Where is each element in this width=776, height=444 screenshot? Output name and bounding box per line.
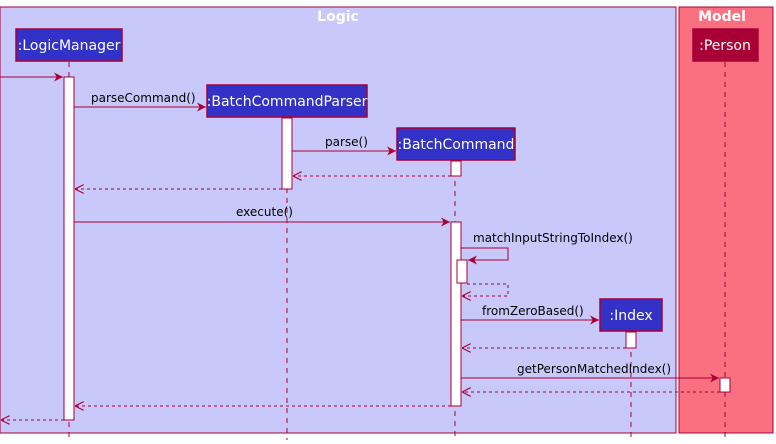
activation-batch-command-parse — [450, 160, 462, 177]
model-frame-title: Model — [698, 9, 746, 25]
activation-batch-command-execute — [450, 221, 462, 407]
activation-person — [719, 377, 731, 393]
activation-logic-manager — [63, 76, 75, 421]
logic-frame-title: Logic — [317, 9, 359, 25]
model-frame: Model — [678, 6, 774, 434]
participant-label: :LogicManager — [18, 38, 121, 54]
participant-label: :BatchCommand — [398, 137, 515, 153]
message-label-from-zero-based: fromZeroBased() — [482, 304, 584, 318]
activation-batch-command-parser — [281, 117, 293, 190]
messages — [0, 72, 720, 420]
activations — [63, 76, 731, 421]
participant-label: :Index — [609, 308, 652, 324]
logic-frame: Logic — [0, 6, 677, 434]
participant-index: :Index — [599, 298, 663, 332]
participant-label: :BatchCommandParser — [207, 94, 368, 110]
message-label-parse: parse() — [325, 135, 368, 149]
message-label-execute: execute() — [236, 205, 293, 219]
match-input-return-arrow — [462, 283, 509, 296]
activation-batch-command-self — [456, 259, 468, 284]
participant-batch-command-parser: :BatchCommandParser — [206, 84, 368, 118]
participant-label: :Person — [699, 38, 751, 54]
match-input-self-arrow — [461, 247, 509, 265]
message-label-get-person: getPersonMatchedIndex() — [517, 362, 671, 376]
activation-index — [625, 331, 637, 349]
participant-batch-command: :BatchCommand — [396, 127, 516, 161]
message-label-parse-command: parseCommand() — [91, 91, 196, 105]
participant-person: :Person — [692, 28, 759, 62]
message-label-match-input: matchInputStringToIndex() — [473, 231, 633, 245]
message-labels: parseCommand() parse() execute() matchIn… — [91, 91, 671, 376]
participant-logic-manager: :LogicManager — [15, 28, 123, 62]
